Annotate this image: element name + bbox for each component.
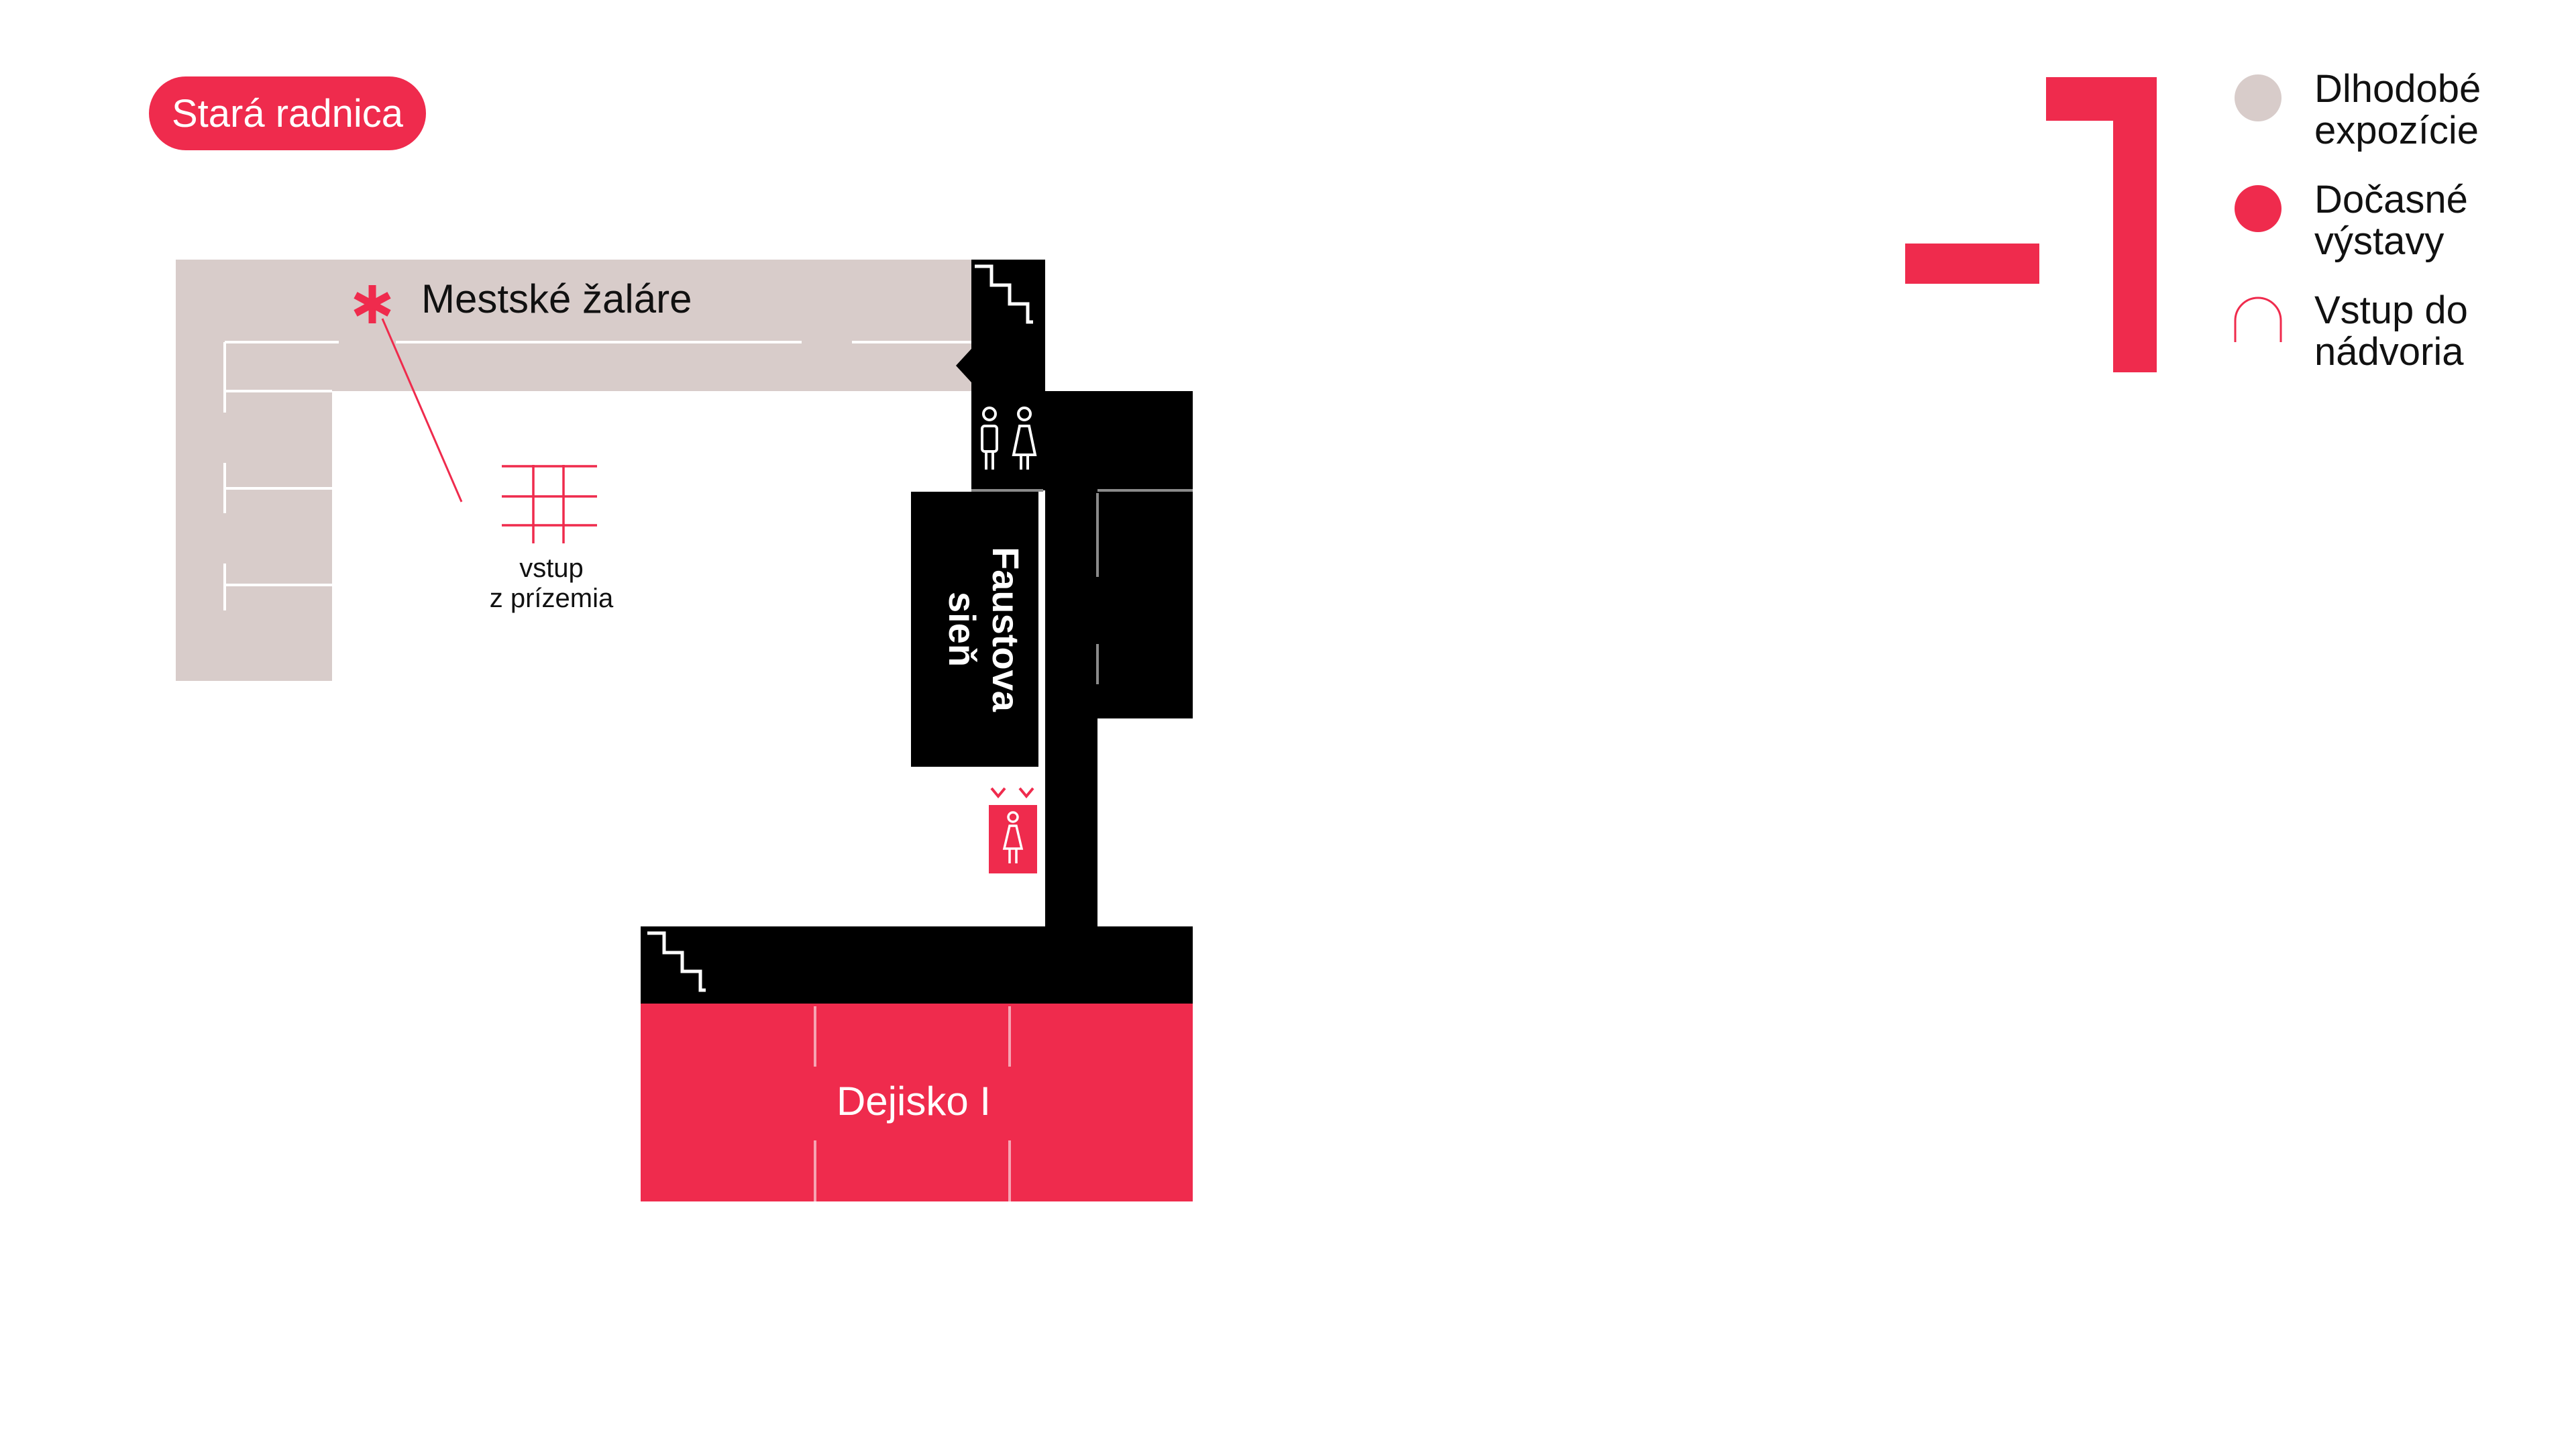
corridors bbox=[641, 260, 1193, 1022]
faust-hall-label-line1: Faustova bbox=[985, 547, 1027, 712]
legend-item-courtyard: Vstup do nádvoria bbox=[2234, 288, 2556, 399]
floor-number: -1 bbox=[1905, 77, 2157, 372]
stairs-icon bbox=[975, 264, 1033, 324]
legend-circle-icon bbox=[2235, 185, 2282, 232]
legend-label-line1: Vstup do bbox=[2314, 288, 2468, 332]
building-name-badge: Stará radnica bbox=[149, 76, 426, 150]
legend-label-line2: výstavy bbox=[2314, 219, 2445, 263]
legend-item-permanent: Dlhodobé expozície bbox=[2234, 67, 2556, 178]
room-dungeons[interactable] bbox=[176, 260, 971, 681]
faust-hall-label-line2: sieň bbox=[941, 592, 983, 667]
building-name: Stará radnica bbox=[172, 91, 403, 136]
legend-label-line2: nádvoria bbox=[2314, 330, 2464, 374]
dungeon-walls bbox=[223, 341, 971, 610]
entrance-label-line1: vstup bbox=[519, 553, 584, 583]
legend-arch-icon bbox=[2234, 297, 2282, 342]
legend-label-line1: Dlhodobé bbox=[2314, 67, 2481, 111]
entrance-grid-icon bbox=[502, 465, 597, 543]
legend-label-line2: expozície bbox=[2314, 109, 2479, 152]
floor-minus-mark bbox=[1905, 244, 2039, 284]
legend-label-line1: Dočasné bbox=[2314, 178, 2468, 221]
door-notch bbox=[956, 349, 971, 382]
room-stage-one[interactable]: Dejisko I bbox=[641, 1004, 1193, 1201]
dungeons-label: Mestské žaláre bbox=[421, 276, 692, 321]
stage-one-label: Dejisko I bbox=[837, 1079, 991, 1124]
legend: Dlhodobé expozície Dočasné výstavy Vstup… bbox=[2234, 67, 2556, 399]
asterisk-marker-icon bbox=[354, 285, 391, 323]
floor-one-mark bbox=[2046, 77, 2157, 372]
legend-item-temporary: Dočasné výstavy bbox=[2234, 178, 2556, 288]
stage-walls bbox=[814, 1006, 1011, 1201]
marker-pointer-line bbox=[381, 318, 463, 502]
legend-circle-icon bbox=[2235, 74, 2282, 121]
toilet-icon bbox=[981, 407, 1037, 470]
room-faust-hall[interactable]: Faustova sieň bbox=[911, 492, 1038, 767]
stairs-icon bbox=[647, 931, 706, 992]
elevator-icon bbox=[989, 787, 1037, 873]
entrance-label-line2: z prízemia bbox=[490, 584, 614, 613]
